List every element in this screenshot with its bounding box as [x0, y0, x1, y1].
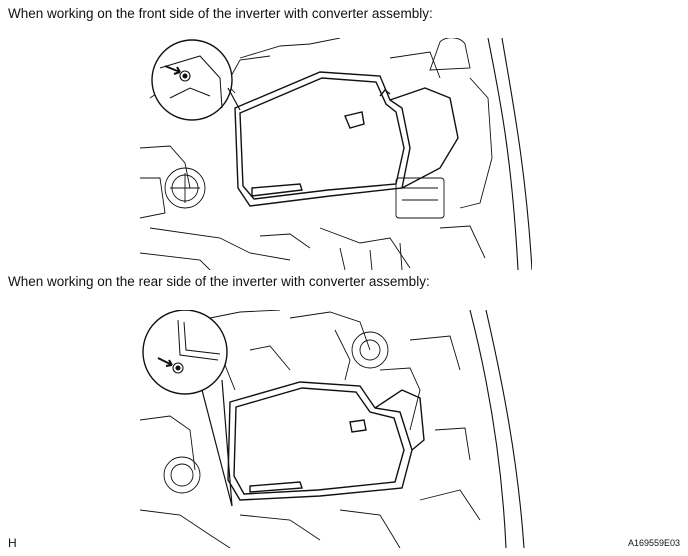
section-marker: H	[8, 536, 17, 550]
caption-rear-side: When working on the rear side of the inv…	[8, 274, 430, 289]
detail-callout	[152, 40, 240, 120]
illustration-rear-side	[140, 310, 532, 548]
arrow-icon	[165, 66, 180, 72]
arrow-icon	[158, 358, 172, 365]
detail-callout	[143, 310, 232, 506]
caption-front-side: When working on the front side of the in…	[8, 6, 433, 21]
illustration-code: A169559E03	[627, 538, 680, 548]
illustration-front-side	[140, 38, 532, 270]
inverter-cover	[235, 72, 458, 206]
inverter-cover	[228, 382, 424, 500]
